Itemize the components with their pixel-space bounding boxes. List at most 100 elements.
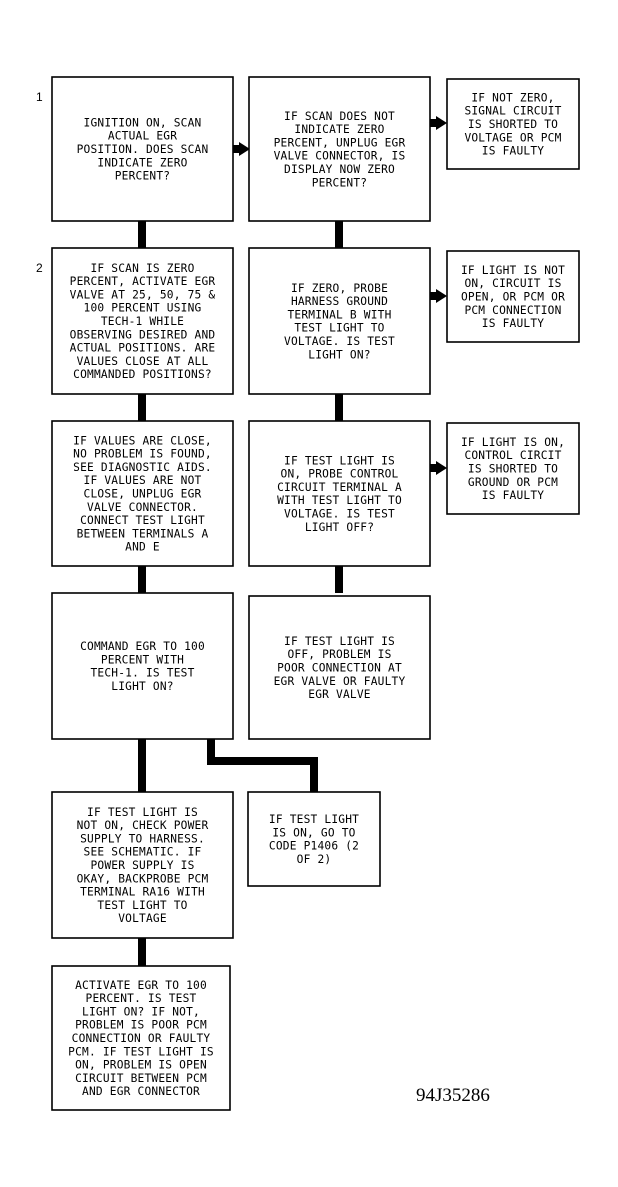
box-text-line: IF TEST LIGHT IS <box>87 806 198 819</box>
box-text-line: ACTUAL POSITIONS. ARE <box>70 342 216 355</box>
box-text-line: PERCENT? <box>115 170 170 183</box>
step-label-1: 1 <box>36 90 43 104</box>
arrowhead-b1-b2 <box>239 142 250 156</box>
box-text-line: VOLTAGE <box>118 912 167 925</box>
box-text-line: VALUES CLOSE AT ALL <box>77 355 209 368</box>
box-text-line: PROBLEM IS POOR PCM <box>75 1019 207 1032</box>
box-text-line: TECH-1 WHILE <box>101 315 184 328</box>
box-text-line: IS FAULTY <box>482 317 544 330</box>
box-text-line: NO PROBLEM IS FOUND, <box>73 448 212 461</box>
box-text-line: CODE P1406 (2 <box>269 840 359 853</box>
box-text-line: CLOSE, UNPLUG EGR <box>84 488 202 501</box>
box-text-line: VOLTAGE. IS TEST <box>284 508 395 521</box>
box-text-line: TERMINAL RA16 WITH <box>80 886 205 899</box>
box-text-line: PERCENT. IS TEST <box>86 992 197 1005</box>
box-text-line: ACTIVATE EGR TO 100 <box>75 979 207 992</box>
box-text-line: EGR VALVE <box>308 688 370 701</box>
box-text-line: INDICATE ZERO <box>294 123 384 136</box>
box-text-line: BETWEEN TERMINALS A <box>77 527 209 540</box>
box-text-line: DISPLAY NOW ZERO <box>284 163 395 176</box>
box-text-line: SIGNAL CIRCUIT <box>464 105 561 118</box>
box-text-line: OFF, PROBLEM IS <box>287 648 391 661</box>
box-text-line: IF VALUES ARE CLOSE, <box>73 434 212 447</box>
box-text-line: OKAY, BACKPROBE PCM <box>77 872 209 885</box>
box-text-line: VALVE CONNECTOR. <box>87 501 198 514</box>
box-text-line: LIGHT OFF? <box>305 521 374 534</box>
flow-connectors <box>138 116 447 966</box>
box-text-line: LIGHT ON? IF NOT, <box>82 1005 200 1018</box>
box-text-line: AND E <box>125 541 160 554</box>
box-text-line: HARNESS GROUND <box>291 295 388 308</box>
box-7-values-close: IF VALUES ARE CLOSE,NO PROBLEM IS FOUND,… <box>51 420 234 567</box>
box-text-line: COMMAND EGR TO 100 <box>80 640 205 653</box>
box-text-line: POSITION. DOES SCAN <box>77 143 209 156</box>
box-text-line: IF TEST LIGHT IS <box>284 635 395 648</box>
box-text-line: IF TEST LIGHT IS <box>284 454 395 467</box>
box-text-line: CONNECTION OR FAULTY <box>72 1032 211 1045</box>
box-text-line: POOR CONNECTION AT <box>277 662 402 675</box>
box-text-line: SEE SCHEMATIC. IF <box>84 846 202 859</box>
box-text-line: IS FAULTY <box>482 145 544 158</box>
box-text-line: NOT ON, CHECK POWER <box>77 819 209 832</box>
box-text-line: COMMANDED POSITIONS? <box>73 368 212 381</box>
box-text-line: IGNITION ON, SCAN <box>84 116 202 129</box>
box-text-line: IF ZERO, PROBE <box>291 282 388 295</box>
box-text-line: VOLTAGE. IS TEST <box>284 335 395 348</box>
box-text-line: INDICATE ZERO <box>97 156 187 169</box>
arrowhead-b2-b3 <box>436 116 447 130</box>
box-text-line: PERCENT? <box>312 176 367 189</box>
box-text-line: PCM CONNECTION <box>464 304 561 317</box>
connector-b10-b13 <box>207 739 318 792</box>
arrowhead-b8-b9 <box>436 461 447 475</box>
box-text-line: PERCENT, ACTIVATE EGR <box>70 275 216 288</box>
box-text-line: OF 2) <box>297 853 332 866</box>
box-text-line: IF LIGHT IS ON, <box>461 436 565 449</box>
box-text-line: TECH-1. IS TEST <box>90 667 194 680</box>
box-text-line: IF VALUES ARE NOT <box>84 474 202 487</box>
box-text-line: IS ON, GO TO <box>272 826 355 839</box>
box-text-line: VALVE CONNECTOR, IS <box>274 150 406 163</box>
box-text-line: TEST LIGHT TO <box>97 899 187 912</box>
box-text-line: OBSERVING DESIRED AND <box>70 328 216 341</box>
box-text-line: IS SHORTED TO <box>468 463 558 476</box>
box-text-line: POWER SUPPLY IS <box>90 859 194 872</box>
box-text-line: IF SCAN IS ZERO <box>90 262 194 275</box>
box-text-line: ACTUAL EGR <box>108 130 177 143</box>
box-text-line: IS FAULTY <box>482 489 544 502</box>
box-text-line: AND EGR CONNECTOR <box>82 1085 200 1098</box>
box-text-line: OPEN, OR PCM OR <box>461 291 565 304</box>
box-text-line: CIRCUIT BETWEEN PCM <box>75 1072 207 1085</box>
box-text-line: VOLTAGE OR PCM <box>464 131 561 144</box>
box-text-line: IF SCAN DOES NOT <box>284 110 395 123</box>
box-text-line: TERMINAL B WITH <box>287 308 391 321</box>
box-text-line: PERCENT, UNPLUG EGR <box>274 136 406 149</box>
box-text-line: IF NOT ZERO, <box>471 91 554 104</box>
box-text-line: EGR VALVE OR FAULTY <box>274 675 406 688</box>
box-text-line: PCM. IF TEST LIGHT IS <box>68 1045 214 1058</box>
box-text-line: TEST LIGHT TO <box>294 322 384 335</box>
box-text-line: PERCENT WITH <box>101 653 184 666</box>
box-text-line: SUPPLY TO HARNESS. <box>80 832 205 845</box>
box-text-line: 100 PERCENT USING <box>84 302 202 315</box>
step-label-2: 2 <box>36 261 43 275</box>
box-text-line: CIRCUIT TERMINAL A <box>277 481 402 494</box>
